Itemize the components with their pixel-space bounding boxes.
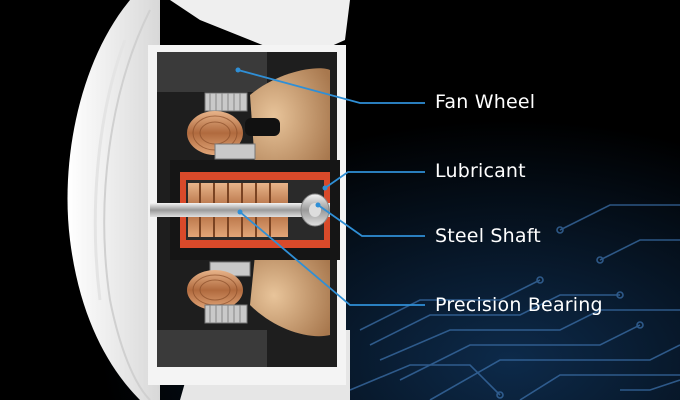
coil-top xyxy=(187,92,280,160)
leader-lines xyxy=(237,69,425,306)
label-steel-shaft: Steel Shaft xyxy=(435,225,541,247)
fan-wheel-block xyxy=(157,52,267,92)
leader-line-fan-wheel xyxy=(237,69,425,104)
label-lubricant: Lubricant xyxy=(435,160,526,182)
hub-disc-top xyxy=(250,68,330,165)
hub-disc-bottom xyxy=(250,255,330,337)
leader-line-precision-bearing xyxy=(239,211,425,306)
leader-line-lubricant xyxy=(324,171,425,189)
circuit-board-pattern xyxy=(349,204,680,400)
coil-bottom xyxy=(187,261,251,324)
label-fan-wheel: Fan Wheel xyxy=(435,91,536,113)
leader-line-steel-shaft xyxy=(317,204,425,237)
label-precision-bearing: Precision Bearing xyxy=(435,294,603,316)
fan-wheel-block-bottom xyxy=(157,330,267,367)
